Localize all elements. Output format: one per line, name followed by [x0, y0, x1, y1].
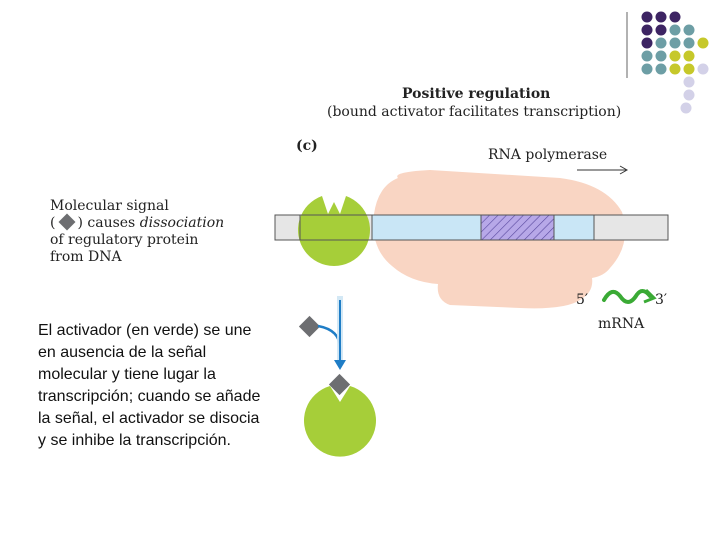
decor-dot — [669, 50, 681, 62]
decor-dot — [683, 76, 695, 88]
promoter-region — [480, 214, 555, 241]
five-prime-label: 5′ — [576, 292, 589, 308]
decor-dot — [641, 11, 653, 23]
decor-dot — [683, 50, 695, 62]
panel-label: (c) — [296, 138, 318, 154]
decor-dot — [655, 11, 667, 23]
activator-binding-site — [299, 214, 373, 241]
diagram-title: Positive regulation — [402, 86, 551, 102]
arrow-down-icon — [334, 360, 346, 370]
signal-molecule-diamond — [298, 315, 321, 338]
decor-dot — [697, 37, 709, 49]
decorative-dot-grid — [626, 11, 709, 114]
decor-dot — [683, 24, 695, 36]
signal-line-1: Molecular signal — [50, 198, 169, 214]
signal-line-3: of regulatory protein — [50, 232, 199, 248]
diagram-subtitle: (bound activator facilitates transcripti… — [327, 104, 622, 120]
mrna-squiggle — [602, 289, 652, 304]
signal-causes-text: ) causes — [77, 215, 140, 231]
decor-dot — [669, 37, 681, 49]
decor-dot — [655, 63, 667, 75]
signal-paren-open: ( — [50, 215, 56, 231]
decor-dot — [655, 37, 667, 49]
decor-dot — [641, 63, 653, 75]
decor-dot — [669, 24, 681, 36]
decor-dot — [683, 89, 695, 101]
three-prime-label: 3′ — [655, 292, 668, 308]
dissociated-activator-protein — [304, 386, 376, 457]
rna-polymerase-label: RNA polymerase — [488, 147, 608, 163]
signal-dissociation-text: dissociation — [139, 215, 225, 231]
decor-dot — [683, 63, 695, 75]
decor-dot — [641, 50, 653, 62]
decor-dot — [697, 63, 709, 75]
signal-diamond-icon — [58, 213, 76, 231]
decor-dot — [669, 63, 681, 75]
decor-dot — [641, 37, 653, 49]
decor-dot — [683, 37, 695, 49]
arrowhead-icon — [619, 165, 629, 175]
dissociation-arrow — [317, 324, 342, 362]
decor-dot — [655, 50, 667, 62]
decor-dot — [641, 24, 653, 36]
decor-dot — [655, 24, 667, 36]
mrna-label: mRNA — [598, 316, 645, 332]
bound-activator-protein — [298, 196, 371, 266]
signal-line-2: ( ) causes dissociation — [50, 213, 280, 232]
decor-dot — [669, 11, 681, 23]
signal-line-4: from DNA — [50, 249, 122, 265]
molecular-signal-annotation: Molecular signal () causes dissociation … — [50, 198, 280, 266]
spanish-caption: El activador (en verde) se une en ausenc… — [38, 322, 261, 449]
mrna-arrowhead-icon — [643, 288, 657, 304]
decor-dot — [680, 102, 692, 114]
